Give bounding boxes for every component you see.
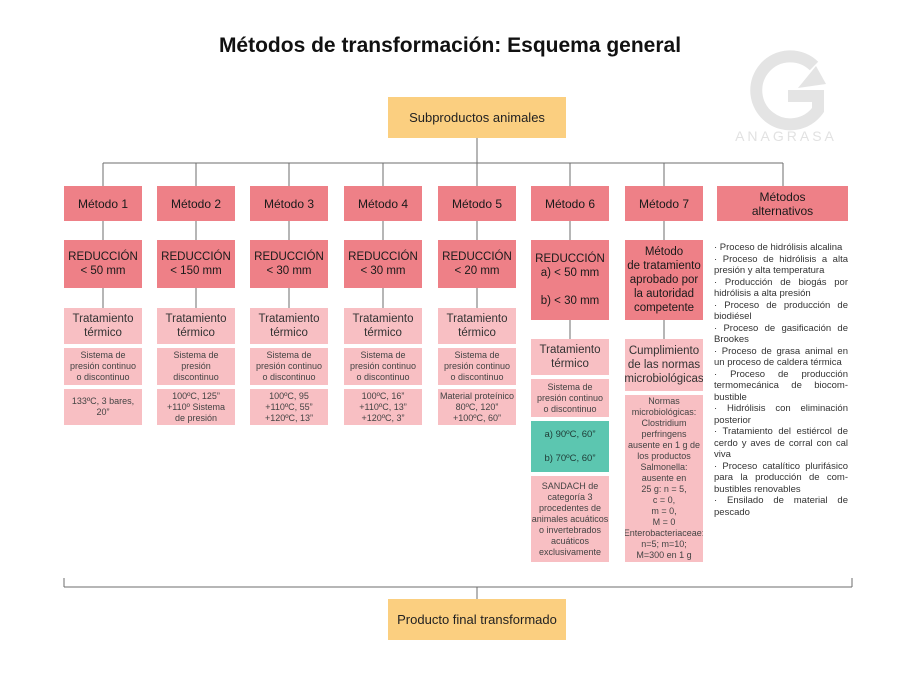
anagrasa-logo bbox=[750, 50, 826, 131]
method-3-system: Sistema de presión continuo o discontinu… bbox=[250, 348, 328, 385]
method-5-reduction: REDUCCIÓN < 20 mm bbox=[438, 240, 516, 288]
source-box: Subproductos animales bbox=[388, 97, 566, 138]
method-2-header: Método 2 bbox=[157, 186, 235, 221]
method-5-treatment: Tratamiento térmico bbox=[438, 308, 516, 344]
method-1-conditions: 133ºC, 3 bares, 20” bbox=[64, 389, 142, 425]
method-6-sandach-note: SANDACH de categoría 3 procedentes de an… bbox=[531, 476, 609, 562]
alt-item: · Proceso de hidrólisis alcalina bbox=[714, 242, 843, 253]
logo-text: ANAGRASA bbox=[735, 128, 837, 144]
alt-item: · Proceso de grasa animal en un proceso … bbox=[714, 345, 848, 369]
method-4-system: Sistema de presión continuo o discontinu… bbox=[344, 348, 422, 385]
method-6-treatment: Tratamiento térmico bbox=[531, 339, 609, 375]
method-4-reduction: REDUCCIÓN < 30 mm bbox=[344, 240, 422, 288]
method-3-conditions: 100ºC, 95 +110ºC, 55” +120ºC, 13” bbox=[250, 389, 328, 425]
method-2-reduction: REDUCCIÓN < 150 mm bbox=[157, 240, 235, 288]
page-title: Métodos de transformación: Esquema gener… bbox=[218, 34, 682, 57]
final-product-box: Producto final transformado bbox=[388, 599, 566, 640]
method-4-treatment: Tratamiento térmico bbox=[344, 308, 422, 344]
alt-item: · Ensilado de material de pescado bbox=[714, 495, 848, 518]
alt-item: · Tratamiento del estiércol de cerdo y a… bbox=[714, 426, 848, 460]
method-5-header: Método 5 bbox=[438, 186, 516, 221]
alt-item: · Proceso catalítico plurifásico para la… bbox=[714, 460, 848, 495]
method-5-system: Sistema de presión continuo o discontinu… bbox=[438, 348, 516, 385]
method-6-conditions: a) 90ºC, 60” b) 70ºC, 60” bbox=[531, 421, 609, 472]
method-1-system: Sistema de presión continuo o discontinu… bbox=[64, 348, 142, 385]
method-4-header: Método 4 bbox=[344, 186, 422, 221]
method-3-header: Método 3 bbox=[250, 186, 328, 221]
method-3-reduction: REDUCCIÓN < 30 mm bbox=[250, 240, 328, 288]
alt-item: · Hidrólisis con eliminación posterior bbox=[714, 403, 848, 426]
alt-item: · Proceso de producción termomecánica de… bbox=[714, 368, 848, 403]
method-7-header: Método 7 bbox=[625, 186, 703, 221]
method-2-system: Sistema de presión discontinuo bbox=[157, 348, 235, 385]
alt-item: · Proceso de hidrólisis a alta presión y… bbox=[714, 253, 848, 277]
method-6-header: Método 6 bbox=[531, 186, 609, 221]
method-6-system: Sistema de presión continuo o discontinu… bbox=[531, 379, 609, 417]
method-1-header: Método 1 bbox=[64, 186, 142, 221]
alternative-methods-header: Métodos alternativos bbox=[717, 186, 848, 221]
method-6-reduction: REDUCCIÓN a) < 50 mm b) < 30 mm bbox=[531, 240, 609, 320]
method-7-approved-method: Método de tratamiento aprobado por la au… bbox=[625, 240, 703, 320]
method-7-norms: Normas microbiológicas: Clostridium perf… bbox=[625, 395, 703, 562]
alt-item: · Proceso de producción de biodiésel bbox=[714, 299, 848, 323]
method-7-microbio-compliance: Cumplimiento de las normas microbiológic… bbox=[625, 339, 703, 391]
method-2-treatment: Tratamiento térmico bbox=[157, 308, 235, 344]
method-1-reduction: REDUCCIÓN < 50 mm bbox=[64, 240, 142, 288]
method-5-conditions: Material proteínico 80ºC, 120” +100ºC, 6… bbox=[438, 389, 516, 425]
method-3-treatment: Tratamiento térmico bbox=[250, 308, 328, 344]
alternative-methods-list: · Proceso de hidrólisis alcalina · Proce… bbox=[714, 242, 848, 518]
method-1-treatment: Tratamiento térmico bbox=[64, 308, 142, 344]
method-4-conditions: 100ºC, 16” +110ºC, 13” +120ºC, 3” bbox=[344, 389, 422, 425]
alt-item: · Producción de biogás por hidrólisis a … bbox=[714, 276, 848, 300]
alt-item: · Proceso de gasificación de Brookes bbox=[714, 322, 848, 346]
method-2-conditions: 100ºC, 125” +110º Sistema de presión bbox=[157, 389, 235, 425]
